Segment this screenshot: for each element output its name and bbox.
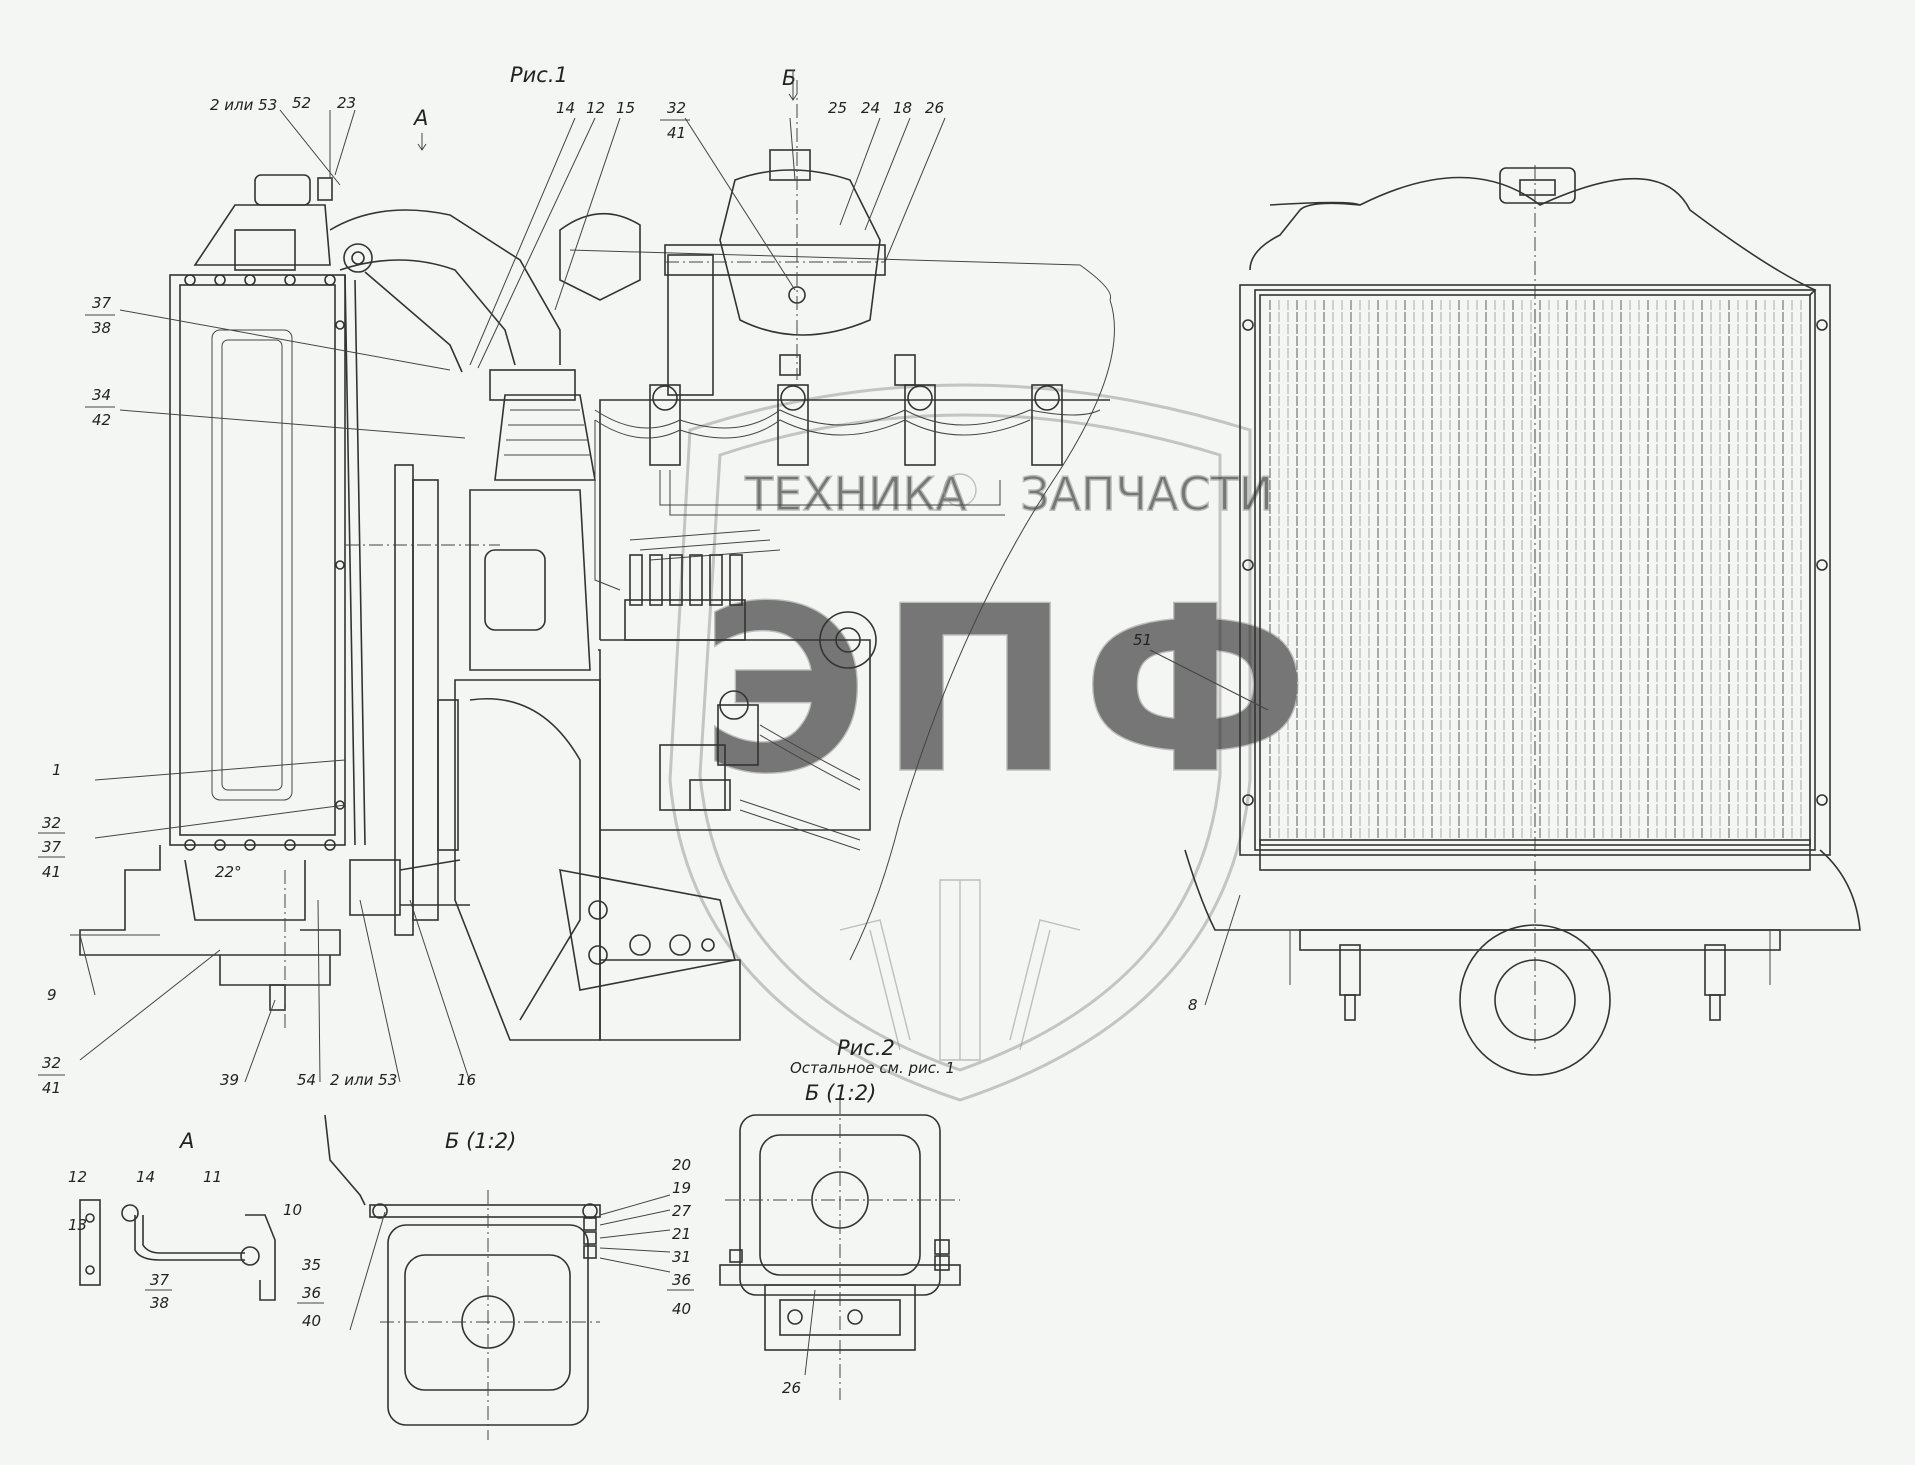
callout-label: 14: [136, 1168, 155, 1186]
callout-label: 10: [283, 1201, 302, 1219]
callout-label: 19: [672, 1179, 691, 1197]
view-b-title: Б (1:2): [445, 1129, 516, 1153]
fig2-title: Рис.2: [837, 1036, 895, 1060]
arrow-down-icon: [417, 133, 427, 151]
gear-icon: [943, 473, 977, 507]
callout-label: 35: [302, 1256, 321, 1274]
callout-label: 37: [92, 294, 112, 312]
leader-lines: [79, 109, 1269, 1376]
callout-label: 41: [42, 863, 61, 881]
callout-label: 41: [42, 1079, 61, 1097]
callout-label: 38: [150, 1294, 169, 1312]
callout-label: 34: [92, 386, 111, 404]
callout-label: 2 или 53: [330, 1071, 397, 1089]
engine-side-view: [345, 80, 1115, 1041]
callout-label: 39: [220, 1071, 239, 1089]
callout-label: 26: [925, 99, 944, 117]
callout-label: 16: [457, 1071, 476, 1089]
callout-label: 12: [68, 1168, 87, 1186]
view-b-arrow-label: Б: [782, 66, 796, 90]
callout-label: 36: [672, 1271, 691, 1289]
callout-label: 37: [150, 1271, 170, 1289]
callout-label: 38: [92, 319, 111, 337]
callouts-view-a: 12 14 11 10 13 37 38: [68, 1168, 302, 1312]
fig1-title: Рис.1: [510, 63, 568, 87]
callout-label: 18: [893, 99, 912, 117]
watermark-text-left: ТЕХНИКА: [744, 467, 967, 521]
callout-label: 36: [302, 1284, 321, 1302]
callout-label: 12: [586, 99, 605, 117]
callout-label: 31: [672, 1248, 691, 1266]
callout-label: 9: [47, 986, 57, 1004]
view-a-detail: [79, 1199, 276, 1301]
callout-label: 40: [302, 1312, 321, 1330]
callout-label: 27: [672, 1202, 692, 1220]
callout-label: 11: [203, 1168, 222, 1186]
callout-label: 8: [1188, 996, 1198, 1014]
angle-label: 22°: [215, 863, 242, 881]
callout-label: 41: [667, 124, 686, 142]
fig2-view-title: Б (1:2): [805, 1081, 876, 1105]
callout-label: 51: [1133, 631, 1152, 649]
callout-label: 15: [616, 99, 635, 117]
callout-label: 26: [782, 1379, 801, 1397]
watermark: ТЕХНИКА ЗАПЧАСТИ ЭПФ: [668, 383, 1319, 1102]
radiator-side-view: [70, 174, 561, 1030]
callout-label: 24: [861, 99, 880, 117]
callout-label: 32: [667, 99, 686, 117]
callouts-fig1: 2 или 53 52 23 14 12 15 32 41 25 24 18 2…: [38, 94, 1198, 1097]
callout-label: 32: [42, 1054, 61, 1072]
callout-label: 37: [42, 838, 62, 856]
callout-label: 52: [292, 94, 311, 112]
watermark-text-right: ЗАПЧАСТИ: [1020, 467, 1273, 521]
radiator-front-view: [1184, 165, 1861, 1076]
radiator-core: [1269, 300, 1802, 838]
callout-label: 25: [828, 99, 847, 117]
view-b-detail: [324, 1114, 601, 1440]
watermark-letters: ЭПФ: [700, 558, 1319, 825]
wheat-icon: [839, 879, 1081, 1061]
view-a-title: А: [178, 1129, 194, 1153]
fig2-view: [719, 1100, 961, 1400]
callout-label: 13: [68, 1216, 87, 1234]
callout-label: 32: [42, 814, 61, 832]
callout-label: 54: [297, 1071, 316, 1089]
callout-label: 2 или 53: [210, 96, 277, 114]
arrow-down-icon: [788, 70, 798, 101]
callout-label: 21: [672, 1225, 691, 1243]
callout-label: 40: [672, 1300, 691, 1318]
callout-label: 23: [337, 94, 356, 112]
callouts-view-b: 20 19 27 21 31 35 36 40 36 40: [297, 1156, 694, 1330]
callout-label: 14: [556, 99, 575, 117]
callout-label: 1: [52, 761, 62, 779]
callout-label: 42: [92, 411, 111, 429]
fig2-note: Остальное см. рис. 1: [790, 1059, 955, 1077]
view-a-arrow-label: А: [412, 106, 428, 130]
callout-label: 20: [672, 1156, 691, 1174]
